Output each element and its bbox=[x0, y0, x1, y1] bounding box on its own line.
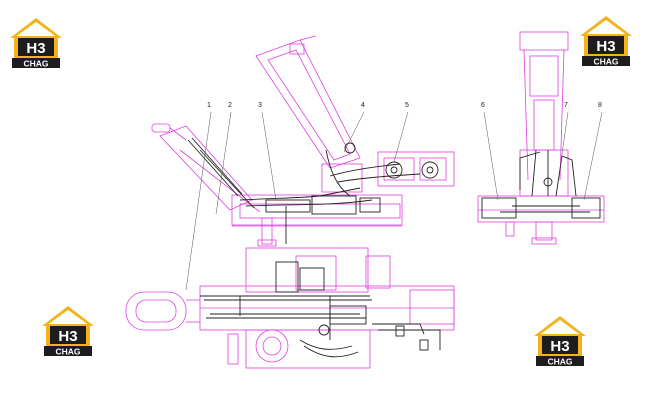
callout-7: 7 bbox=[564, 102, 568, 109]
logo-mark: H3 bbox=[550, 338, 569, 355]
callout-leaders bbox=[185, 111, 603, 291]
front-view bbox=[477, 31, 605, 245]
top-view-hydraulics bbox=[200, 261, 441, 358]
watermark-logo: H3 CHAG bbox=[578, 14, 634, 68]
logo-mark: H3 bbox=[58, 328, 77, 345]
callout-1: 1 bbox=[207, 102, 211, 109]
logo-sub: CHAG bbox=[547, 357, 572, 367]
callout-8: 8 bbox=[598, 102, 602, 109]
logo-mark: H3 bbox=[26, 40, 45, 57]
callout-2: 2 bbox=[228, 102, 232, 109]
logo-sub: CHAG bbox=[23, 59, 48, 69]
logo-sub: CHAG bbox=[593, 57, 618, 67]
callout-5: 5 bbox=[405, 102, 409, 109]
side-view-hydraulics bbox=[187, 137, 439, 244]
front-view-hydraulics bbox=[481, 149, 601, 219]
top-view bbox=[125, 247, 455, 369]
watermark-logo: H3 CHAG bbox=[532, 314, 588, 368]
callout-6: 6 bbox=[481, 102, 485, 109]
watermark-logo: H3 CHAG bbox=[40, 304, 96, 358]
logo-mark: H3 bbox=[596, 38, 615, 55]
callout-3: 3 bbox=[258, 102, 262, 109]
watermark-logo: H3 CHAG bbox=[8, 16, 64, 70]
callout-4: 4 bbox=[361, 102, 365, 109]
logo-sub: CHAG bbox=[55, 347, 80, 357]
side-view bbox=[151, 35, 455, 247]
